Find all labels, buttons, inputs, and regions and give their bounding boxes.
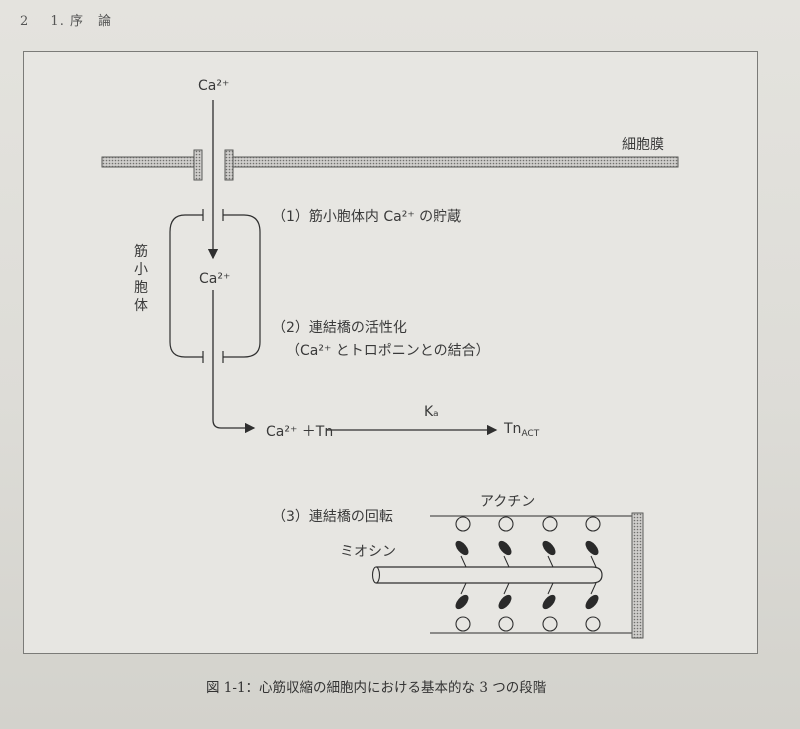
step2-sub-label: （Ca²⁺ とトロポニンとの結合） xyxy=(286,343,490,359)
sarcomere-diagram xyxy=(371,512,644,639)
ca-ion-top-label: Ca²⁺ xyxy=(198,78,230,94)
sr-char: 胞 xyxy=(134,280,148,296)
sarcoplasmic-reticulum-label: 筋 小 胞 体 xyxy=(132,243,150,315)
actin-label: アクチン xyxy=(480,494,536,510)
reaction-right-label: TnACT xyxy=(504,421,539,439)
step2-label: （2）連結橋の活性化 xyxy=(272,320,407,336)
step1-label: （1）筋小胞体内 Ca²⁺ の貯蔵 xyxy=(272,209,462,225)
ca-flow-arrow xyxy=(207,100,256,434)
figure-caption: 図 1-1：心筋収縮の細胞内における基本的な 3 つの段階 xyxy=(206,680,547,696)
running-head: 2 1. 序 論 xyxy=(20,10,128,29)
act-subscript: ACT xyxy=(521,429,540,439)
section-title: 1. 序 論 xyxy=(50,14,112,29)
sr-char: 筋 xyxy=(134,244,148,260)
sr-char: 小 xyxy=(134,262,148,278)
ca-ion-mid-label: Ca²⁺ xyxy=(199,271,231,287)
reaction-left-label: Ca²⁺ ＋Tn xyxy=(266,424,334,440)
sarcoplasmic-reticulum xyxy=(169,209,261,363)
page-number: 2 xyxy=(20,14,30,29)
cell-membrane-label: 細胞膜 xyxy=(622,137,664,153)
myosin-label: ミオシン xyxy=(340,544,396,560)
step3-label: （3）連結橋の回転 xyxy=(272,509,393,525)
tn-text: Tn xyxy=(504,421,522,437)
ka-label: Kₐ xyxy=(424,404,439,420)
cell-membrane xyxy=(101,149,679,181)
sr-char: 体 xyxy=(134,298,148,314)
